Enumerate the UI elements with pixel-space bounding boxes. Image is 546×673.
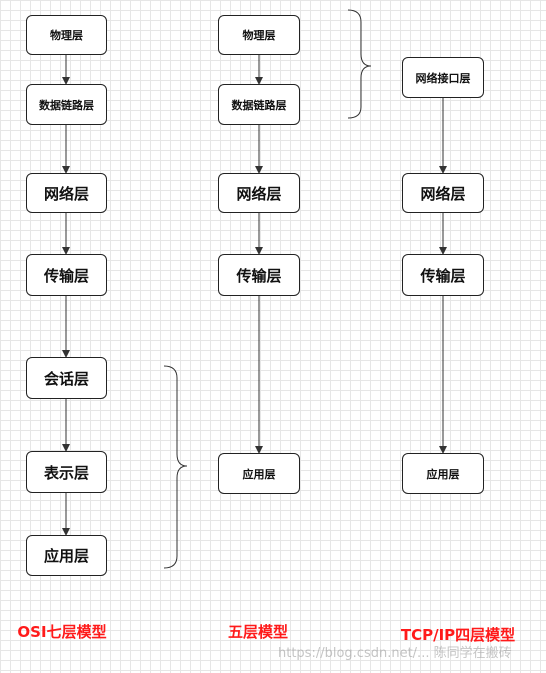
tcpip-transport-layer: 传输层 <box>402 254 484 296</box>
osi-session-layer: 会话层 <box>26 357 107 399</box>
watermark: https://blog.csdn.net/... 陈同学在搬砖 <box>278 646 512 661</box>
tcpip-model-title: TCP/IP四层模型 <box>400 626 516 644</box>
osi-datalink-layer: 数据链路层 <box>26 84 107 125</box>
five-transport-layer: 传输层 <box>218 254 300 296</box>
osi-physical-layer: 物理层 <box>26 15 107 55</box>
tcpip-network-layer: 网络层 <box>402 173 484 213</box>
five-network-layer: 网络层 <box>218 173 300 213</box>
tcpip-application-layer: 应用层 <box>402 453 484 494</box>
tcpip-network-interface-layer: 网络接口层 <box>402 57 484 98</box>
five-datalink-layer: 数据链路层 <box>218 84 300 125</box>
five-application-layer: 应用层 <box>218 453 300 494</box>
osi-presentation-layer: 表示层 <box>26 451 107 493</box>
osi-transport-layer: 传输层 <box>26 254 107 296</box>
five-physical-layer: 物理层 <box>218 15 300 55</box>
brace-physical-datalink <box>347 9 372 119</box>
osi-network-layer: 网络层 <box>26 173 107 213</box>
five-layer-model-title: 五层模型 <box>227 623 289 641</box>
osi-application-layer: 应用层 <box>26 535 107 576</box>
brace-session-to-application <box>163 365 188 569</box>
osi-model-title: OSI七层模型 <box>17 623 107 641</box>
